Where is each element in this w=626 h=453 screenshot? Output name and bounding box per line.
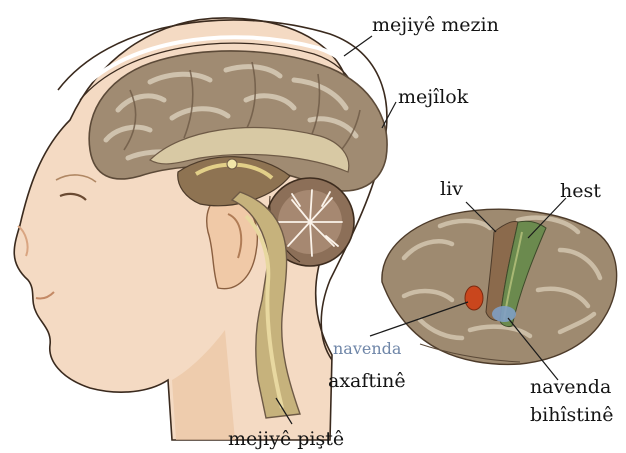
leader-cerebellum: [382, 102, 396, 128]
leader-cerebrum: [344, 36, 372, 56]
label-hearing-line2: bihîstinê: [530, 404, 614, 426]
label-liv: liv: [440, 178, 463, 200]
label-hearing-line1: navenda: [530, 376, 611, 398]
hearing-area: [492, 306, 516, 322]
label-spinal: mejiyê piştê: [228, 428, 344, 450]
label-cerebrum: mejiyê mezin: [372, 14, 499, 36]
label-hest: hest: [560, 180, 601, 202]
label-speech-line1: navenda: [333, 338, 401, 360]
speech-area: [465, 286, 483, 310]
label-speech-line2: axaftinê: [328, 370, 406, 392]
label-cerebellum: mejîlok: [398, 86, 468, 108]
lateral-brain: [382, 209, 617, 364]
pineal-dot: [227, 159, 237, 169]
